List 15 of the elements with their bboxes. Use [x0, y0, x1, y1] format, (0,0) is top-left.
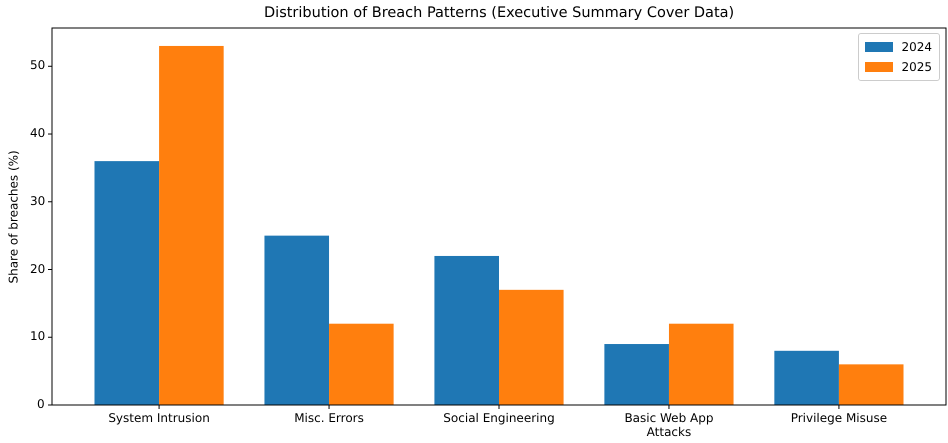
x-tick-label: System Intrusion [108, 412, 211, 426]
axis-title: Share of breaches (%) [7, 150, 22, 284]
legend-label: 2024 [901, 40, 932, 54]
y-tick-label: 20 [30, 262, 46, 276]
y-tick-label: 0 [37, 398, 45, 412]
x-tick-label: Privilege Misuse [790, 412, 888, 426]
y-tick-label: 40 [30, 127, 46, 141]
y-tick-label: 30 [30, 194, 46, 209]
y-tick-label: 10 [30, 330, 46, 344]
y-tick-label: 50 [30, 59, 46, 74]
chart-title: Distribution of Breach Patterns (Executive Summary Cover Data) [264, 4, 734, 22]
x-tick-label: Social Engineering [442, 412, 556, 426]
x-tick-label: Misc. Errors [293, 412, 365, 426]
x-tick-label: Basic Web App Attacks [623, 412, 714, 440]
legend-label: 2025 [901, 60, 932, 74]
